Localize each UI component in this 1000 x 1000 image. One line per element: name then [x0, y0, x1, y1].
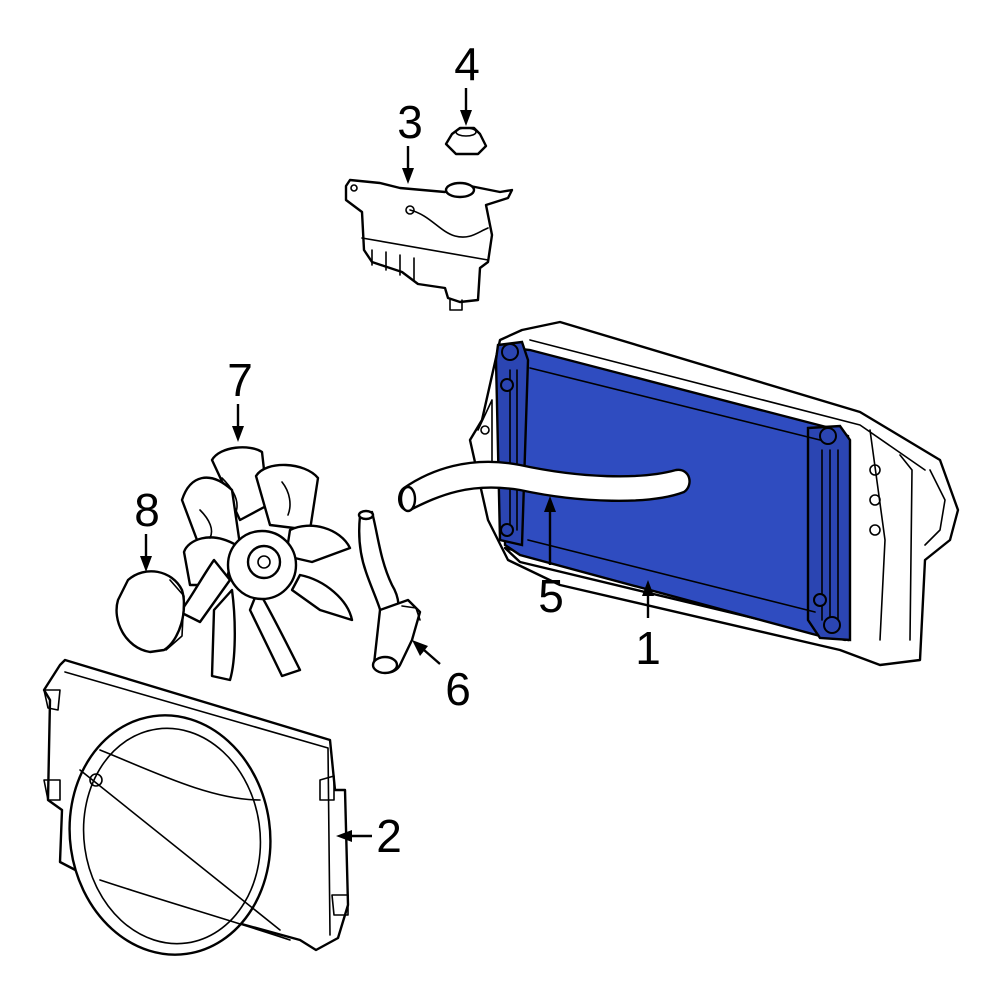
callout-4-label: 4: [454, 38, 480, 90]
coolant-reservoir[interactable]: [344, 178, 514, 311]
cooling-fan-blade[interactable]: [178, 446, 354, 682]
callout-7-label: 7: [227, 354, 253, 406]
fan-clutch[interactable]: [115, 570, 186, 654]
callout-8-label: 8: [134, 484, 160, 536]
callout-3-label: 3: [397, 96, 423, 148]
callout-8-arrowhead: [140, 556, 152, 572]
callout-6-label: 6: [445, 663, 471, 715]
lower-hose[interactable]: [357, 509, 422, 675]
callout-5-arrowhead: [544, 496, 556, 512]
callout-6-arrow: [423, 649, 441, 665]
callout-2-arrowhead: [336, 830, 352, 842]
callout-1-label: 1: [635, 622, 661, 674]
radiator[interactable]: [468, 320, 960, 667]
callout-2-label: 2: [376, 810, 402, 862]
callout-5-label: 5: [538, 570, 564, 622]
callout-1-arrowhead: [642, 580, 654, 596]
fan-shroud[interactable]: [42, 658, 350, 968]
callout-3-arrowhead: [402, 168, 414, 184]
callout-4-arrowhead: [460, 110, 472, 126]
upper-radiator-hose[interactable]: [398, 460, 691, 513]
callout-7-arrowhead: [232, 426, 244, 442]
callout-6-arrowhead: [412, 640, 428, 656]
reservoir-cap[interactable]: [444, 126, 488, 156]
